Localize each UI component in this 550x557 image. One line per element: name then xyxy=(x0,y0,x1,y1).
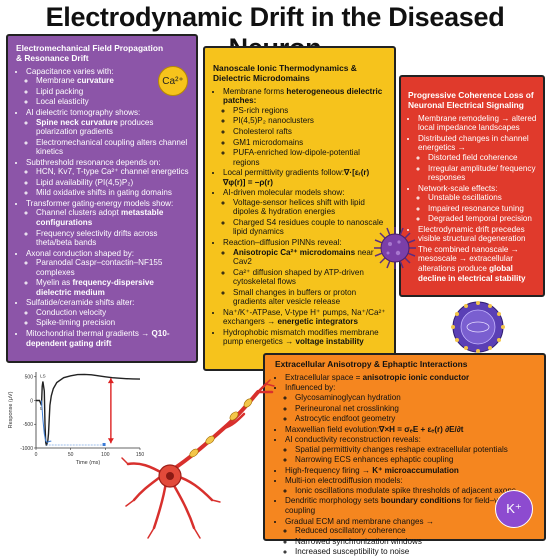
list-item: Small changes in buffers or proton gradi… xyxy=(233,288,388,307)
field-propagation-panel: Electromechanical Field Propagation & Re… xyxy=(6,34,198,363)
protein-particle-icon xyxy=(374,227,416,269)
list-item: Narrowing ECS enhances ephaptic coupling xyxy=(295,455,538,465)
list-item: High-frequency firing → K⁺ microaccumula… xyxy=(285,466,538,476)
y-axis-label: Response (μV) xyxy=(8,391,14,428)
list-item: Membrane curvature xyxy=(36,76,190,86)
list-item: Mitochondrial thermal gradients → Q10-de… xyxy=(26,329,190,348)
list-item: Local elasticity xyxy=(36,97,190,107)
list-item: Axonal conduction shaped by: Paranodal C… xyxy=(26,249,190,298)
neuron-illustration xyxy=(121,379,275,539)
list-item: AI-driven molecular models show: Voltage… xyxy=(223,188,388,237)
ionic-thermodynamics-panel: Nanoscale Ionic Thermodynamics & Dielect… xyxy=(203,46,396,371)
list-item: Glycosaminoglycan hydration xyxy=(295,393,538,403)
list-item: PI(4,5)P₂ nanoclusters xyxy=(233,116,388,126)
list-item: Spatial permittivity changes reshape ext… xyxy=(295,445,538,455)
baseline-marker xyxy=(102,443,106,446)
list-item: PS-rich regions xyxy=(233,106,388,116)
list-item: Spike-timing precision xyxy=(36,318,190,328)
list-item: AI dielectric tomography shows: Spine ne… xyxy=(26,108,190,157)
list-item: Spine neck curvature produces polarizati… xyxy=(36,118,190,137)
x-tick-label: 0 xyxy=(35,452,38,458)
inset-label: LS xyxy=(40,374,46,379)
list-item: Channel clusters adopt metastable config… xyxy=(36,208,190,227)
potassium-ion-icon: K⁺ xyxy=(495,490,533,528)
amplitude-arrow-tail xyxy=(107,438,114,444)
x-tick-label: 50 xyxy=(68,452,74,458)
x-axis-label: Time (ms) xyxy=(76,460,101,466)
list-item: Anisotropic Ca²⁺ microdomains near Cav2 xyxy=(233,248,388,267)
list-item: Hydrophobic mismatch modifies membrane p… xyxy=(223,328,388,347)
list-item: Degraded temporal precision xyxy=(428,214,538,224)
list-item: Paranodal Caspr–contactin–NF155 complexe… xyxy=(36,258,190,277)
panel-heading: Electromechanical Field Propagation & Re… xyxy=(16,43,164,63)
list-item: Distributed changes in channel energetic… xyxy=(418,134,538,183)
list-item: Transformer gating-energy models show: C… xyxy=(26,199,190,248)
inset-label: ti xyxy=(40,406,42,411)
list-item: Frequency selectivity drifts across thet… xyxy=(36,229,190,248)
list-item: Mild oxidative shifts in gating domains xyxy=(36,188,190,198)
y-tick-label: -1000 xyxy=(20,446,33,452)
list-item: Astrocytic endfoot geometry xyxy=(295,414,538,424)
list-item: Unstable oscillations xyxy=(428,193,538,203)
list-item: Capacitance varies with: Membrane curvat… xyxy=(26,67,190,107)
panel-heading: Progressive Coherence Loss of Neuronal E… xyxy=(408,90,534,110)
list-item: Charged S4 residues couple to nanoscale … xyxy=(233,218,388,237)
list-item: Myelin as frequency-dispersive dielectri… xyxy=(36,278,190,297)
y-tick-label: 0 xyxy=(30,398,33,404)
amplitude-arrow-head xyxy=(107,378,114,384)
list-item: Voltage-sensor helices shift with lipid … xyxy=(233,198,388,217)
list-item: Sulfatide/ceramide shifts alter: Conduct… xyxy=(26,298,190,328)
list-item: Electromechanical coupling alters channe… xyxy=(36,138,190,157)
series-line-1 xyxy=(41,400,52,443)
list-item: Distorted field coherence xyxy=(428,153,538,163)
list-item: HCN, Kv7, T-type Ca²⁺ channel energetics xyxy=(36,167,190,177)
calcium-ion-icon: Ca²⁺ xyxy=(158,66,188,96)
list-item: Influenced by: Glycosaminoglycan hydrati… xyxy=(285,383,538,423)
list-item: AI conductivity reconstruction reveals: … xyxy=(285,435,538,465)
list-item: Lipid availability (PI(4,5)P₂) xyxy=(36,178,190,188)
list-item: GM1 microdomains xyxy=(233,138,388,148)
list-item: Subthreshold resonance depends on: HCN, … xyxy=(26,158,190,198)
list-item: Maxwellian field evolution:∇×H = σₑE + ε… xyxy=(285,425,538,435)
x-tick-label: 150 xyxy=(136,452,145,458)
list-item: Lipid packing xyxy=(36,87,190,97)
list-item: The combined nanoscale → mesoscale → ext… xyxy=(418,245,538,283)
list-item: Extracellular space = anisotropic ionic … xyxy=(285,373,538,383)
list-item: PUFA-enriched low-dipole-potential regio… xyxy=(233,148,388,167)
list-item: Network-scale effects: Unstable oscillat… xyxy=(418,184,538,224)
panel-heading: Extracellular Anisotropy & Ephaptic Inte… xyxy=(275,359,468,369)
list-item: Reduced oscillatory coherence xyxy=(295,526,538,536)
list-item: Na⁺/K⁺-ATPase, V-type H⁺ pumps, Na⁺/Ca²⁺… xyxy=(223,308,388,327)
list-item: Increased susceptibility to noise xyxy=(295,547,538,557)
list-item: Local permittivity gradients follow:∇·[ε… xyxy=(223,168,388,187)
membrane-sphere-icon xyxy=(451,301,505,353)
panel-heading: Nanoscale Ionic Thermodynamics & Dielect… xyxy=(213,63,357,83)
x-tick-label: 100 xyxy=(101,452,110,458)
y-tick-label: -500 xyxy=(23,422,33,428)
list-item: Membrane forms heterogeneous dielectric … xyxy=(223,87,388,167)
list-item: Conduction velocity xyxy=(36,308,190,318)
list-item: Cholesterol rafts xyxy=(233,127,388,137)
list-item: Dendritic morphology sets boundary condi… xyxy=(285,496,538,515)
list-item: Impaired resonance tuning xyxy=(428,204,538,214)
list-item: Ionic oscillations modulate spike thresh… xyxy=(295,486,538,496)
list-item: Irregular amplitude/ frequency responses xyxy=(428,164,538,183)
coherence-loss-panel: Progressive Coherence Loss of Neuronal E… xyxy=(399,75,545,297)
list-item: Electrodynamic drift precedes visible st… xyxy=(418,225,538,244)
list-item: Ca²⁺ diffusion shaped by ATP-driven cyto… xyxy=(233,268,388,287)
y-tick-label: 500 xyxy=(25,375,34,381)
list-item: Perineuronal net crosslinking xyxy=(295,404,538,414)
list-item: Multi-ion electrodiffusion models: Ionic… xyxy=(285,476,538,495)
list-item: Narrowed synchronization windows xyxy=(295,537,538,547)
series-line-0 xyxy=(36,373,141,446)
list-item: Reaction–diffusion PINNs reveal: Anisotr… xyxy=(223,238,388,307)
list-item: Membrane remodeling → altered local impe… xyxy=(418,114,538,133)
